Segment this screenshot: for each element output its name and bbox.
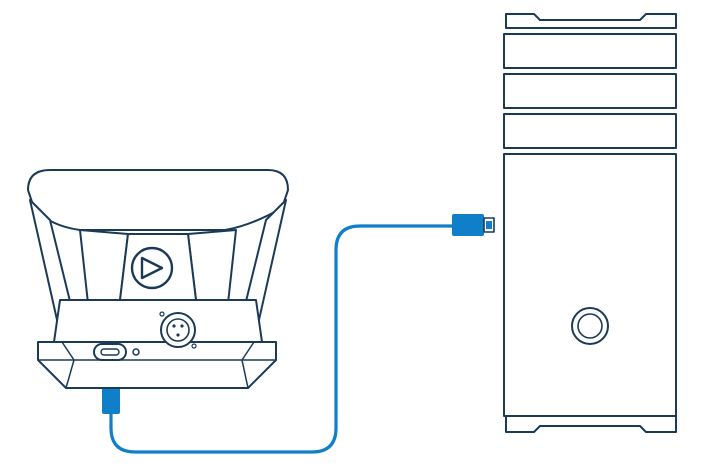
interface-base (53, 299, 263, 343)
usb-c-plug-body (102, 386, 120, 414)
desktop-computer-icon (503, 13, 677, 433)
computer-foot (505, 415, 677, 433)
drive-bay-2 (503, 73, 677, 109)
interface-foot (37, 341, 277, 389)
usb-a-plug-icon (452, 214, 495, 236)
power-button-icon (571, 307, 609, 345)
interface-top-plate (27, 169, 289, 231)
status-led-icon (132, 348, 140, 356)
usb-cable (109, 224, 454, 454)
usb-cable-line (109, 224, 454, 454)
drive-bay-1 (503, 33, 677, 69)
computer-top-cap (505, 13, 677, 29)
elgato-interface-icon (27, 169, 289, 389)
usb-a-plug-body (452, 214, 484, 236)
xlr-input-icon (159, 311, 197, 349)
usb-c-port-icon (93, 343, 127, 361)
drive-bay-3 (503, 113, 677, 149)
elgato-logo-icon (130, 246, 174, 290)
computer-case (503, 153, 677, 417)
